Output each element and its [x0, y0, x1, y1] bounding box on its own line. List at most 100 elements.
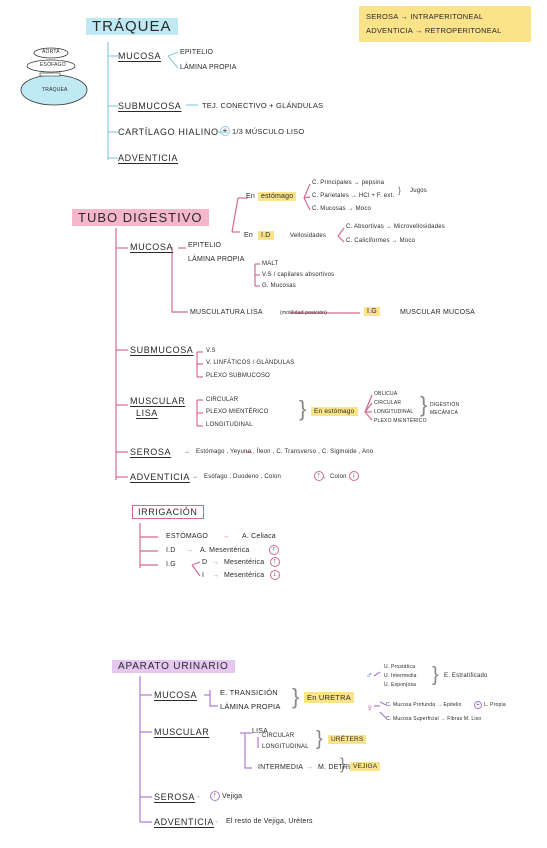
irr-mes3: Mesentérica — [224, 572, 265, 579]
uri-up-icon: ↑ — [210, 791, 220, 801]
traquea-epitelio: EPITELIO — [180, 49, 214, 56]
tubo-lisa: LISA — [136, 408, 158, 418]
irr-mes1: A. Mesentérica — [200, 547, 250, 554]
irr-i: I — [202, 572, 205, 579]
tubo-adventicia: ADVENTICIA — [130, 472, 191, 482]
m-plexo2: PLEXO MIENTÉRICO — [374, 418, 427, 424]
urinario-title: APARATO URINARIO — [112, 660, 235, 673]
female-icon: ♀ — [366, 703, 374, 714]
note-adventicia: ADVENTICIA → RETROPERITONEAL — [366, 26, 502, 35]
c-parietales: C. Parietales → HCl + F. ext. — [312, 193, 395, 199]
irr-estomago: ESTÓMAGO — [166, 533, 209, 540]
adventicia-arrow: → — [192, 474, 199, 480]
traquea-mucosa: MUCOSA — [118, 51, 162, 61]
diagram-traquea: TRÁQUEA — [42, 87, 68, 93]
brace-estratificado: } — [432, 664, 439, 686]
tubo-mucosa: MUCOSA — [130, 242, 174, 252]
irrigacion-title: IRRIGACIÓN — [132, 505, 204, 519]
uri-adv-desc: El resto de Vejiga, Uréters — [226, 818, 313, 825]
irr-arrow-2: → — [186, 547, 194, 554]
traquea-title: TRÁQUEA — [86, 18, 178, 35]
uri-circular: CIRCULAR — [262, 733, 295, 739]
up-arrow-icon: ↑ — [314, 471, 324, 481]
uri-serosa: SEROSA — [154, 792, 196, 802]
g-mucosas: G. Mucosas — [262, 283, 297, 289]
c-mucosas: C. Mucosas → Moco — [312, 206, 372, 212]
tubo-serosa: SEROSA — [130, 447, 172, 457]
uri-intermedia: INTERMEDIA — [258, 764, 304, 771]
vs-capilares: V.S / capilares absortivos — [262, 272, 335, 278]
m-longitudinal: LONGITUDINAL — [206, 422, 253, 428]
uri-lisa: LISA — [252, 728, 268, 735]
jugos: Jugos — [410, 188, 428, 194]
m-plexo: PLEXO MIENTÉRICO — [206, 409, 269, 415]
irr-id: I.D — [166, 547, 176, 554]
tubo-en-1: En — [246, 193, 255, 200]
brace-uretra: } — [292, 684, 300, 709]
down-arrow-icon: ↓ — [349, 471, 359, 481]
tubo-lamina: LÁMINA PROPIA — [188, 256, 245, 263]
tubo-title: TUBO DIGESTIVO — [72, 209, 209, 226]
muscular-mucosa: MUSCULAR MUCOSA — [400, 309, 475, 316]
tubo-muscular: MUSCULAR — [130, 396, 186, 406]
en-uretra-hl: En URETRA — [304, 692, 354, 703]
tubo-ig-hl: I.G — [364, 307, 380, 316]
organ-diagram — [20, 47, 88, 106]
c-caliciformes: C. Caliciformes → Moco — [346, 238, 416, 244]
adventicia-colon2: Colon — [330, 474, 347, 480]
brace-muscular: } — [299, 396, 307, 421]
serosa-list: Estómago , Yeyuno , Íleon , C. Transvers… — [196, 449, 374, 455]
uri-vejiga2: Vejiga — [222, 793, 243, 800]
uri-muscular: MUSCULAR — [154, 727, 210, 737]
irr-celiaca: A. Celiaca — [242, 533, 276, 540]
uri-detrusor: M. DETRUSOR — [318, 764, 370, 771]
tubo-epitelio: EPITELIO — [188, 242, 222, 249]
u-esponjosa: U. Esponjosa — [384, 682, 417, 688]
brace-vejiga: } — [340, 756, 346, 773]
e-estratificado: E. Estratificado — [444, 673, 488, 679]
irr-ig: I.G — [166, 561, 176, 568]
note-serosa: SEROSA → INTRAPERITONEAL — [366, 12, 484, 21]
male-icon: ♂ — [366, 670, 373, 680]
irr-arrow-4: → — [212, 572, 220, 579]
uri-adventicia-arrow: → — [212, 818, 220, 825]
tubo-en-2: En — [244, 232, 253, 239]
plus-circle-2: + — [474, 701, 482, 709]
sub-vl: V. LINFÁTICOS / GLÁNDULAS — [206, 360, 295, 366]
mecanica: MECÁNICA — [430, 410, 458, 416]
traquea-submucosa: SUBMUCOSA — [118, 101, 182, 111]
brace-digestion: } — [420, 392, 428, 417]
diagram-esofago: ESÓFAGO — [40, 62, 66, 68]
irr-arrow-3: → — [212, 559, 220, 566]
uri-e-trans: E. TRANSICIÓN — [220, 688, 278, 697]
malt: MALT — [262, 261, 279, 267]
l-propia: L. Propia — [484, 702, 506, 708]
serosa-arrow: → — [184, 449, 191, 455]
uri-mucosa: MUCOSA — [154, 690, 198, 700]
diagram-aorta: AORTA — [42, 49, 60, 55]
c-absortivas: C. Absortivas → Microvellosidades — [346, 224, 445, 230]
irr-d: D — [202, 559, 208, 566]
c-mucosa-superficial: C. Mucosa Superficial → Fibras M. Liso — [386, 716, 482, 722]
traquea-lamina: LÁMINA PROPIA — [180, 64, 237, 71]
musculatura-lisa: MUSCULATURA LISA — [190, 309, 263, 316]
irr-up-icon-2: ↑ — [270, 557, 280, 567]
musculatura-note: (motilidad posición) — [280, 310, 328, 316]
tubo-estomago-hl: estómago — [258, 192, 297, 201]
brace-ureteres: } — [316, 728, 323, 750]
uri-arrow-detrusor: → — [306, 764, 314, 771]
plus-circle: + — [220, 126, 230, 136]
m-circular: CIRCULAR — [206, 397, 239, 403]
uri-longitudinal: LONGITUDINAL — [262, 744, 309, 750]
irr-mes2: Mesentérica — [224, 559, 265, 566]
sub-plexo: PLEXO SUBMUCOSO — [206, 373, 271, 379]
traquea-submucosa-desc: TEJ. CONECTIVO + GLÁNDULAS — [202, 101, 324, 110]
traquea-cartilago: CARTÍLAGO HIALINO — [118, 127, 219, 137]
en-estomago-hl: En estómago — [311, 407, 358, 416]
traquea-adventicia: ADVENTICIA — [118, 153, 179, 163]
adventicia-list: Esófago , Duodeno , Colon — [204, 474, 282, 480]
tubo-submucosa: SUBMUCOSA — [130, 345, 194, 355]
irr-up-icon-1: ↑ — [269, 545, 279, 555]
uri-lamina: LÁMINA PROPIA — [220, 702, 281, 711]
digestion: DIGESTIÓN — [430, 402, 460, 408]
